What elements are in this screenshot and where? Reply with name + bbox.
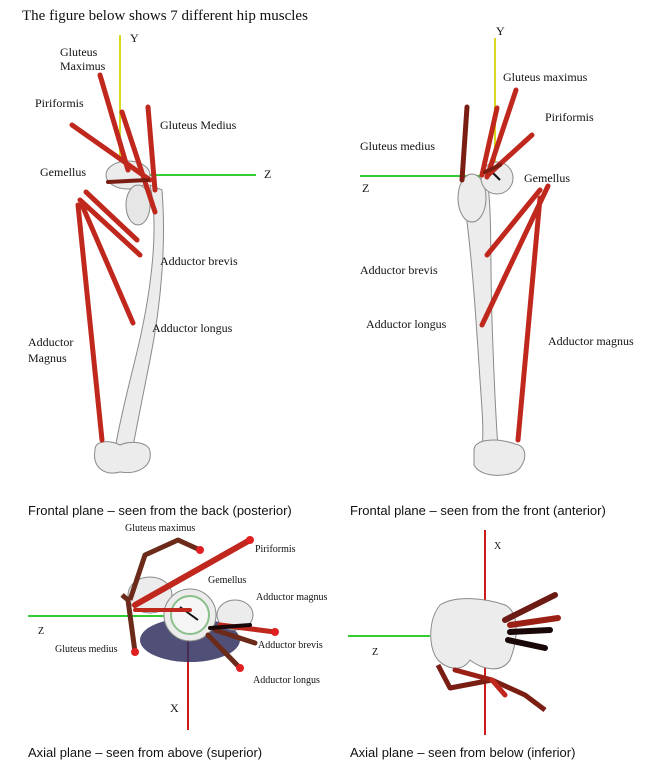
z-axis-label: Z (362, 181, 369, 195)
label-gluteus-maximus: Gluteus maximus (125, 523, 195, 534)
muscle-lower-cluster (435, 663, 547, 712)
label-adductor-longus: Adductor longus (152, 321, 233, 335)
muscle-piriformis (132, 536, 254, 608)
panel-posterior: Y Z (28, 31, 292, 518)
muscle-adductor-brevis (77, 197, 143, 258)
x-axis-label: X (494, 541, 502, 552)
figure-title: The figure below shows 7 different hip m… (22, 8, 308, 24)
label-gluteus-medius: Gluteus Medius (160, 118, 237, 132)
muscle-gemellus (483, 163, 502, 174)
label-piriformis: Piriformis (255, 544, 296, 555)
label-adductor-brevis: Adductor brevis (160, 254, 238, 268)
label-adductor-magnus: Adductor magnus (548, 334, 634, 348)
muscle-adductor-longus (79, 202, 136, 326)
y-axis-label: Y (130, 31, 139, 45)
femur-condyles-bone (430, 598, 517, 670)
label-piriformis: Piriformis (545, 110, 594, 124)
muscle-gluteus-medius (120, 593, 139, 656)
muscle-gluteus-maximus (484, 87, 519, 180)
muscle-gemellus (106, 178, 150, 184)
panel-superior: Z X (28, 523, 327, 760)
muscle-piriformis (69, 122, 153, 183)
muscle-gluteus-medius (459, 104, 500, 183)
label-adductor-magnus: Adductor magnus (256, 592, 327, 603)
z-axis-label: Z (264, 167, 271, 181)
panel-inferior: X Z Axial plane – seen from below (infer… (348, 530, 575, 760)
label-piriformis: Piriformis (35, 96, 84, 110)
label-gemellus: Gemellus (208, 575, 246, 586)
label-gemellus: Gemellus (524, 171, 570, 185)
muscle-dark-cluster (502, 592, 561, 651)
muscle-adductor-brevis (208, 623, 258, 646)
muscle-gluteus-medius (119, 104, 158, 215)
label-adductor-magnus: Adductor Magnus (28, 335, 76, 365)
caption-anterior: Frontal plane – seen from the front (ant… (350, 503, 606, 518)
muscle-adductor-longus (205, 632, 244, 672)
label-adductor-brevis: Adductor brevis (360, 263, 438, 277)
label-gemellus: Gemellus (40, 165, 86, 179)
caption-superior: Axial plane – seen from above (superior) (28, 745, 262, 760)
z-axis-label: Z (372, 647, 378, 658)
label-gluteus-medius: Gluteus medius (55, 644, 118, 655)
muscle-adductor-brevis (484, 187, 543, 258)
label-gluteus-medius: Gluteus medius (360, 139, 435, 153)
label-gluteus-maximus: Gluteus maximus (503, 70, 588, 84)
pelvis-bone (127, 576, 254, 662)
label-adductor-brevis: Adductor brevis (258, 640, 323, 651)
x-axis-label: X (170, 701, 179, 715)
label-adductor-longus: Adductor longus (253, 675, 320, 686)
z-axis-label: Z (38, 626, 44, 637)
muscle-gluteus-maximus (127, 537, 204, 601)
y-axis-label: Y (496, 24, 505, 38)
muscle-gluteus-maximus (97, 72, 131, 173)
muscle-adductor-magnus (515, 195, 543, 443)
panel-anterior: Y Z Gluteus m (350, 24, 634, 518)
muscle-adductor-magnus (75, 189, 140, 443)
label-gluteus-maximus: Gluteus Maximus (60, 45, 106, 73)
label-adductor-longus: Adductor longus (366, 317, 447, 331)
caption-inferior: Axial plane – seen from below (inferior) (350, 745, 575, 760)
caption-posterior: Frontal plane – seen from the back (post… (28, 503, 292, 518)
femur-bone (457, 161, 526, 476)
